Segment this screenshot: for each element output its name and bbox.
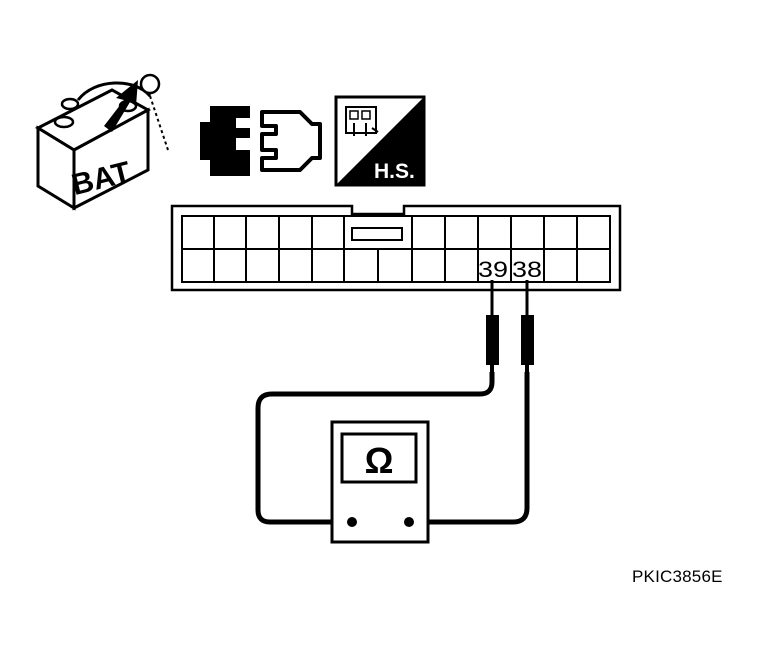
harness-connector: 39 38	[170, 204, 622, 292]
harness-side-label: H.S.	[374, 160, 415, 183]
connector-glyph-icon	[345, 106, 379, 136]
meter-jack-negative	[347, 517, 357, 527]
meter-jack-positive	[404, 517, 414, 527]
test-lead-right	[410, 372, 530, 525]
connector-disconnect-icon	[200, 106, 322, 176]
test-probe-left	[486, 280, 499, 374]
harness-side-icon: H.S.	[334, 95, 426, 187]
terminal-38-label: 38	[512, 257, 542, 282]
battery-disconnect-icon: BAT	[34, 73, 169, 211]
test-probe-right	[521, 280, 534, 374]
ohm-symbol: Ω	[365, 440, 394, 481]
test-lead-left	[255, 372, 495, 525]
terminal-39-label: 39	[478, 257, 508, 282]
figure-id: PKIC3856E	[632, 567, 723, 586]
ohmmeter: Ω	[330, 420, 430, 544]
